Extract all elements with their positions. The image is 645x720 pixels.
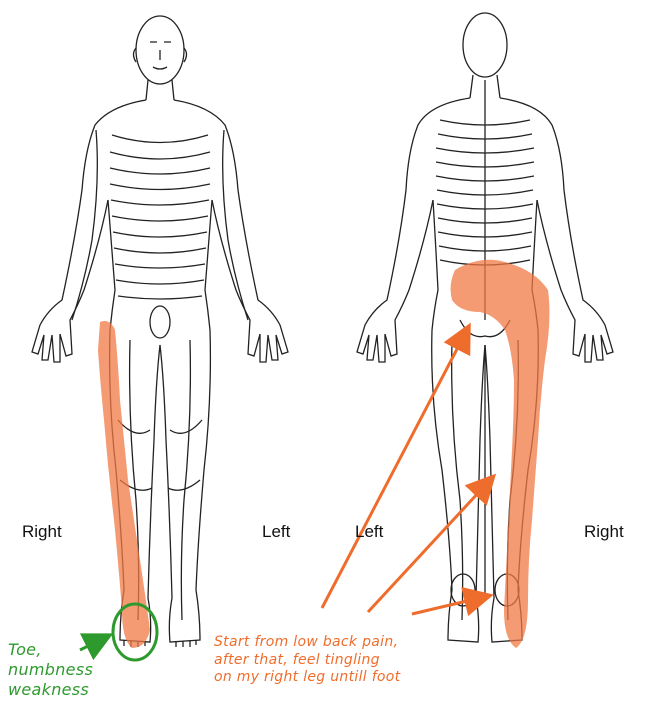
label-front-left: Left <box>262 522 290 542</box>
back-figure <box>357 13 613 642</box>
pain-arrows <box>322 328 492 614</box>
label-back-left: Left <box>355 522 383 542</box>
front-figure <box>32 16 288 647</box>
pain-marking-front <box>98 321 150 648</box>
pain-annotation-line: Start from low back pain, <box>214 634 514 652</box>
pain-annotation-line: on my right leg untill foot <box>214 669 514 687</box>
arrow-to-low-back <box>322 328 468 608</box>
toe-annotation-line: weakness <box>8 680 138 700</box>
label-front-right: Right <box>22 522 62 542</box>
toe-annotation: Toe, numbness weakness <box>8 640 138 700</box>
toe-annotation-line: numbness <box>8 660 138 680</box>
label-back-right: Right <box>584 522 624 542</box>
pain-marking-back <box>451 260 550 648</box>
arrow-to-leg <box>368 478 492 612</box>
pain-annotation-line: after that, feel tingling <box>214 652 514 670</box>
pain-annotation: Start from low back pain, after that, fe… <box>214 634 514 687</box>
toe-annotation-line: Toe, <box>8 640 138 660</box>
